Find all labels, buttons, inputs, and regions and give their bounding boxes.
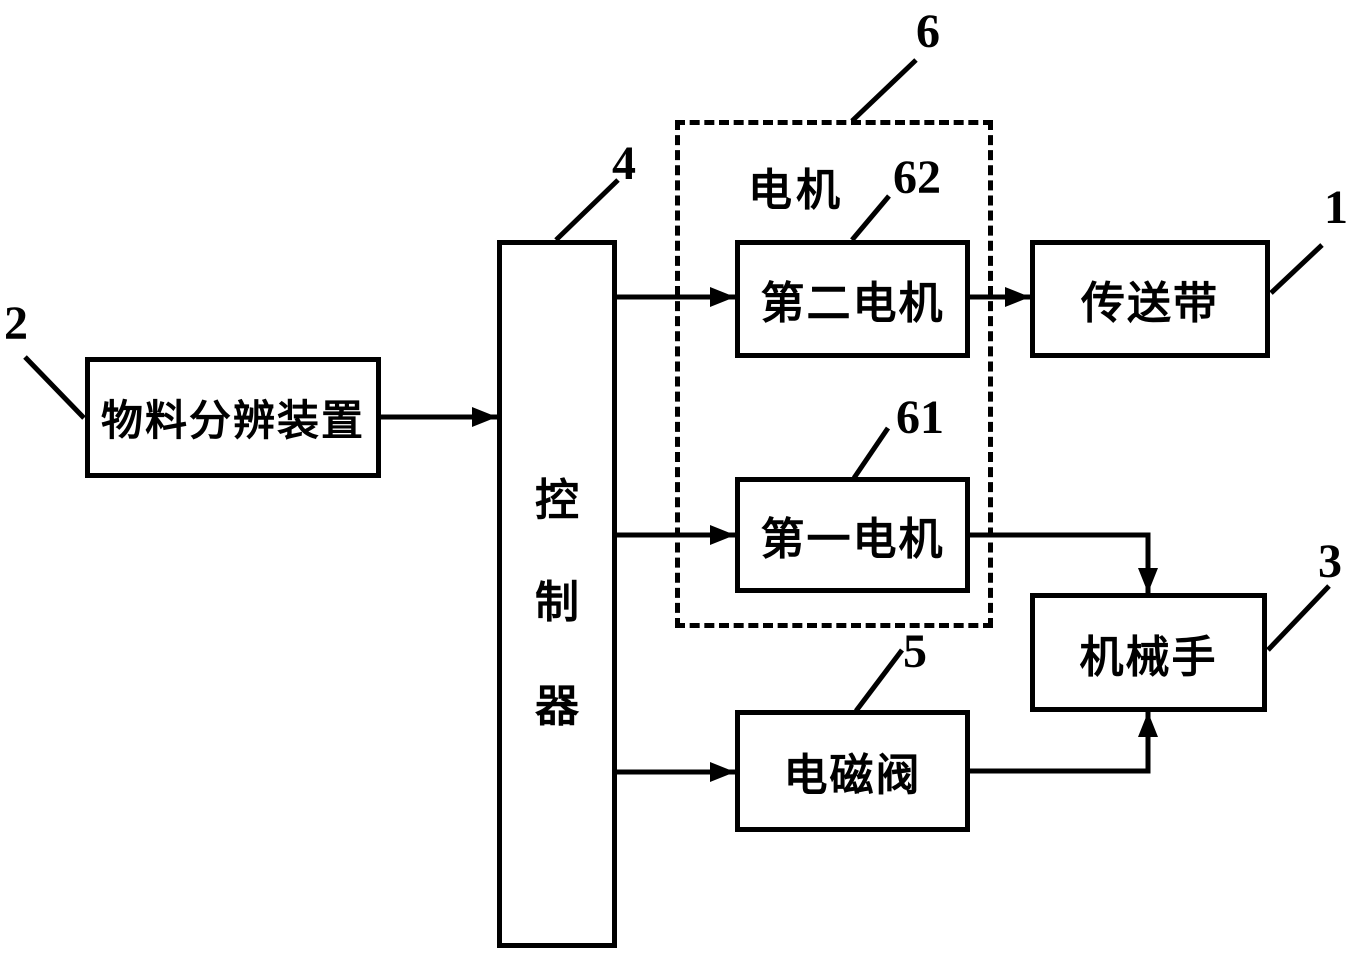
first-motor-label: 第一电机	[760, 514, 945, 565]
ref-numeral-5: 5	[903, 625, 927, 678]
motor-group-dashed-box	[675, 120, 993, 628]
ref-numeral-62: 62	[893, 151, 941, 204]
ref-numeral-6: 6	[916, 5, 940, 58]
controller-label-char-1: 控	[535, 475, 579, 526]
arrow-valve-to-manipulator	[970, 712, 1158, 774]
ref-numeral-1: 1	[1324, 181, 1348, 234]
solenoid-valve-box: 电磁阀	[735, 710, 970, 832]
leader-ref-62	[850, 194, 891, 242]
ref-numeral-2: 2	[4, 297, 28, 350]
manipulator-box: 机械手	[1030, 593, 1267, 712]
conveyor-belt-box: 传送带	[1030, 240, 1270, 358]
leader-ref-61	[851, 426, 891, 480]
arrow-first-motor-to-manipulator	[970, 532, 1158, 593]
controller-box	[497, 240, 617, 948]
controller-label-char-2: 制	[535, 577, 579, 628]
solenoid-valve-label: 电磁阀	[783, 750, 922, 801]
controller-label-char-3: 器	[535, 681, 579, 732]
material-discrimination-device-box: 物料分辨装置	[85, 357, 381, 478]
ref-numeral-3: 3	[1318, 535, 1342, 588]
motor-group-label: 电机	[748, 165, 844, 216]
leader-ref-5	[854, 648, 904, 713]
ref-numeral-4: 4	[612, 137, 636, 190]
material-discrimination-device-label: 物料分辨装置	[100, 396, 365, 445]
conveyor-belt-label: 传送带	[1081, 278, 1219, 329]
second-motor-box: 第二电机	[735, 240, 970, 358]
leader-ref-6	[850, 58, 918, 123]
manipulator-label: 机械手	[1079, 631, 1218, 683]
ref-numeral-61: 61	[896, 391, 944, 444]
leader-ref-2	[23, 355, 86, 420]
leader-ref-1	[1269, 243, 1324, 295]
leader-ref-3	[1266, 584, 1331, 652]
second-motor-label: 第二电机	[760, 278, 945, 329]
leader-ref-4	[554, 178, 620, 242]
first-motor-box: 第一电机	[735, 477, 970, 593]
